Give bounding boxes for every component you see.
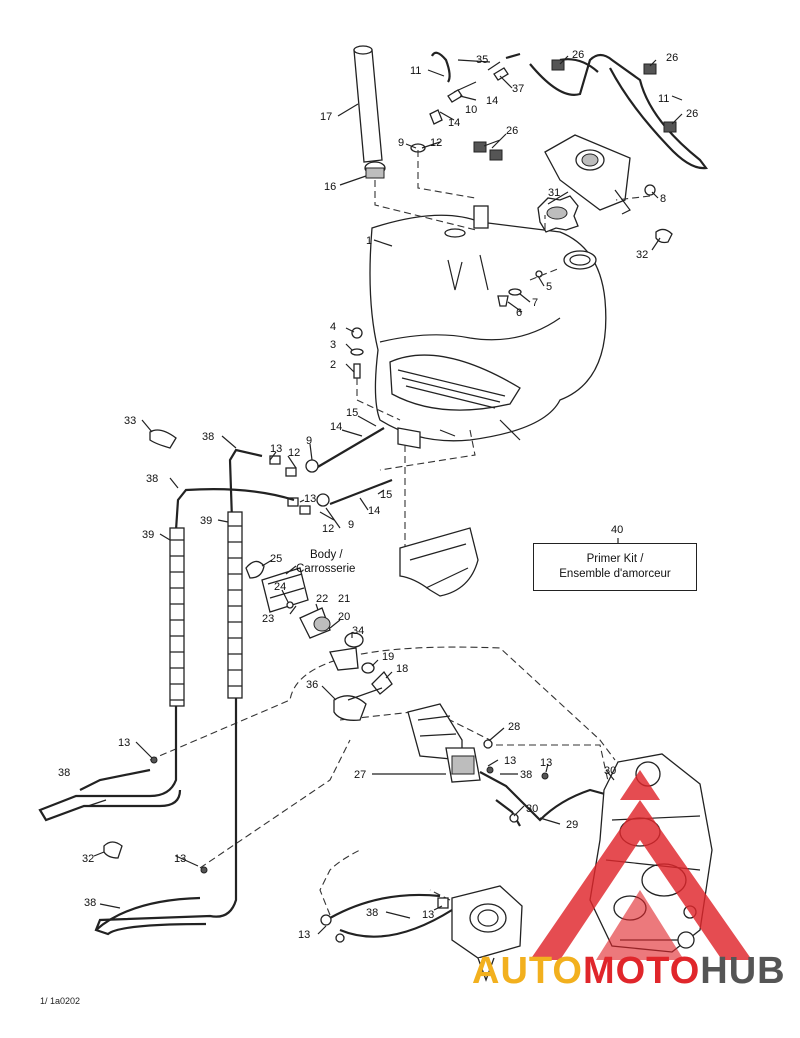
callout-1: 1	[366, 235, 372, 247]
body-label: Body / Carrosserie	[285, 549, 355, 575]
callout-13-g: 13	[422, 909, 434, 921]
callout-13-e: 13	[118, 737, 130, 749]
callout-27: 27	[354, 769, 366, 781]
callout-25: 25	[270, 553, 282, 565]
callout-numbers: 17 16 35 11 37 14 10 14 9 12 26 26 11 26…	[58, 49, 698, 941]
callout-26-c: 26	[666, 52, 678, 64]
callout-32-b: 32	[82, 853, 94, 865]
callout-8: 8	[660, 193, 666, 205]
callout-13-h: 13	[298, 929, 310, 941]
primer-linkage	[269, 427, 393, 515]
body-panel	[399, 527, 479, 597]
callout-9-b: 9	[306, 435, 312, 447]
callout-21: 21	[338, 593, 350, 605]
callout-40: 40	[611, 524, 623, 536]
callout-11-b: 11	[658, 93, 669, 105]
callout-24: 24	[274, 581, 286, 593]
callout-34: 34	[352, 625, 364, 637]
watermark-brand-moto: MOTO	[582, 950, 701, 992]
callout-13-d: 13	[540, 757, 552, 769]
callout-4: 4	[330, 321, 336, 333]
carburetor	[320, 885, 523, 982]
callout-30: 30	[604, 765, 616, 777]
callout-37: 37	[512, 83, 524, 95]
callout-38-d: 38	[58, 767, 70, 779]
tank-bracket	[544, 134, 631, 215]
callout-14-b: 14	[448, 117, 460, 129]
watermark-brand: AUTOMOTOHUB	[472, 950, 786, 993]
callout-39: 39	[142, 529, 154, 541]
callout-38-c: 38	[520, 769, 532, 781]
callout-32: 32	[636, 249, 648, 261]
callout-38-f: 38	[366, 907, 378, 919]
callout-2: 2	[330, 359, 336, 371]
callout-17: 17	[320, 111, 332, 123]
callout-14: 14	[486, 95, 498, 107]
loose-clamp	[103, 841, 123, 859]
fuel-line	[479, 771, 613, 827]
callout-39-b: 39	[200, 515, 212, 527]
watermark-logo	[530, 770, 752, 960]
callout-5: 5	[546, 281, 552, 293]
watermark-brand-auto: AUTO	[472, 950, 583, 992]
callout-14-d: 14	[368, 505, 380, 517]
watermark-brand-hub: HUB	[700, 950, 786, 992]
callout-30-b: 30	[526, 803, 538, 815]
fuel-pump	[407, 703, 493, 783]
callout-12: 12	[430, 137, 442, 149]
callout-13-c: 13	[504, 755, 516, 767]
callout-38: 38	[202, 431, 214, 443]
diagram-code: 1/ 1a0202	[40, 996, 80, 1006]
primer-hoses	[38, 448, 295, 936]
callout-15-b: 15	[380, 489, 392, 501]
callout-35: 35	[476, 54, 488, 66]
callout-9: 9	[398, 137, 404, 149]
callout-12-b: 12	[288, 447, 300, 459]
callout-38-b: 38	[146, 473, 158, 485]
callout-9-c: 9	[348, 519, 354, 531]
callout-28: 28	[508, 721, 520, 733]
callout-10: 10	[465, 104, 477, 116]
callout-20: 20	[338, 611, 350, 623]
primer-kit-label-en: Primer Kit /	[586, 553, 644, 565]
callout-22: 22	[316, 593, 328, 605]
body-label-fr: Carrosserie	[296, 563, 355, 575]
callout-26-b: 26	[572, 49, 584, 61]
callout-14-c: 14	[330, 421, 342, 433]
callout-33: 33	[124, 415, 136, 427]
callout-19: 19	[382, 651, 394, 663]
callout-13-b: 13	[304, 493, 316, 505]
callout-3: 3	[330, 339, 336, 351]
callout-11: 11	[410, 65, 421, 77]
callout-7: 7	[532, 297, 538, 309]
callout-6: 6	[516, 307, 522, 319]
leader-lines	[87, 55, 683, 935]
primer-assembly	[245, 560, 393, 721]
fuel-tank	[369, 205, 607, 449]
callout-16: 16	[324, 181, 336, 193]
callout-26: 26	[506, 125, 518, 137]
body-label-en: Body /	[310, 549, 343, 561]
callout-18: 18	[396, 663, 408, 675]
filler-tube	[353, 45, 386, 179]
callout-26-d: 26	[686, 108, 698, 120]
small-fittings	[150, 756, 549, 874]
callout-29: 29	[566, 819, 578, 831]
fuel-cap	[537, 195, 579, 233]
vent-lines	[410, 51, 709, 170]
hose-clamp	[149, 429, 177, 449]
callout-38-e: 38	[84, 897, 96, 909]
callout-13: 13	[270, 443, 282, 455]
callout-13-f: 13	[174, 853, 186, 865]
primer-kit-box: Primer Kit / Ensemble d'amorceur	[533, 543, 697, 591]
callout-36: 36	[306, 679, 318, 691]
callout-31: 31	[548, 187, 560, 199]
primer-kit-label-fr: Ensemble d'amorceur	[559, 568, 671, 580]
callout-23: 23	[262, 613, 274, 625]
callout-15: 15	[346, 407, 358, 419]
callout-12-c: 12	[322, 523, 334, 535]
